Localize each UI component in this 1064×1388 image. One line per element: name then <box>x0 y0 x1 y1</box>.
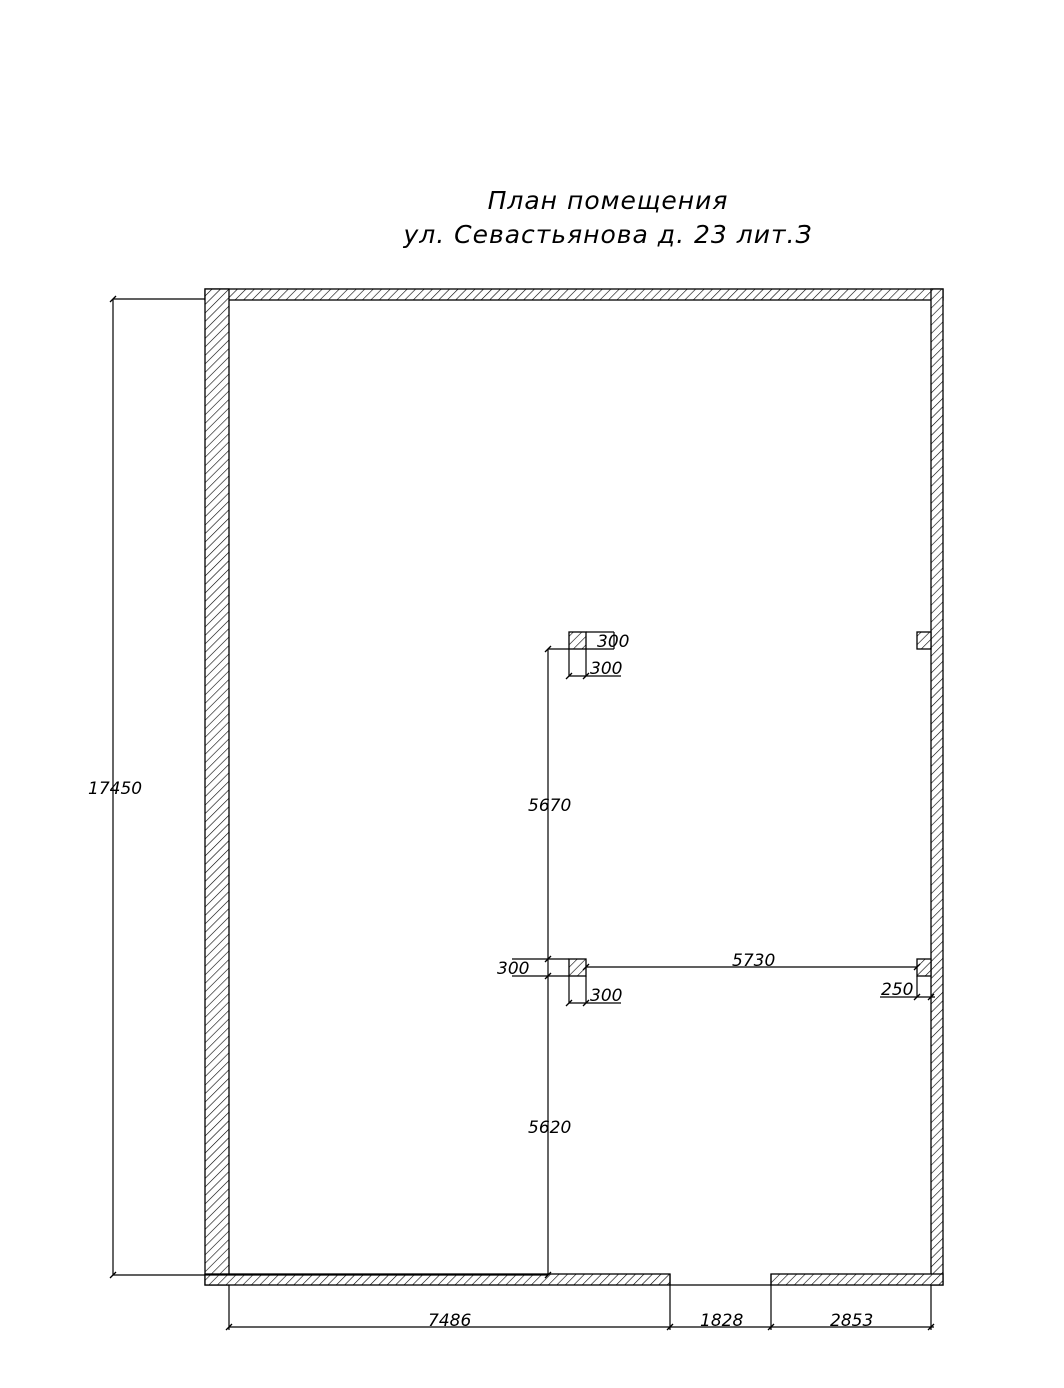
wall-bottom-left <box>204 1273 671 1286</box>
dimension-bottom-chain: 7486 1828 2853 <box>225 1285 935 1331</box>
plan-title: План помещения <box>487 186 729 215</box>
wall-right <box>930 288 944 1286</box>
label-column-top-depth: 300 <box>597 632 629 652</box>
label-upper-span: 5670 <box>528 796 571 816</box>
dimension-column-middle: 300 <box>565 976 622 1007</box>
plan-address: ул. Севастьянова д. 23 лит.З <box>403 220 813 249</box>
label-lower-span: 5620 <box>528 1118 571 1138</box>
column-right-middle <box>916 958 932 977</box>
wall-top <box>204 288 944 301</box>
label-beam-span: 5730 <box>732 951 775 971</box>
dimension-beam-span: 5730 <box>582 951 921 971</box>
label-bottom-left: 7486 <box>428 1311 471 1331</box>
label-column-mid-depth: 300 <box>497 959 529 979</box>
wall-bottom-right <box>770 1273 944 1286</box>
label-column-top-width: 300 <box>590 659 622 679</box>
label-column-mid-width: 300 <box>590 986 622 1006</box>
column-middle <box>568 958 587 977</box>
dimension-column-top: 300 300 <box>565 631 629 680</box>
label-bottom-right: 2853 <box>830 1311 873 1331</box>
dimension-vertical-chain: 5670 5620 300 <box>497 645 571 1279</box>
dimension-overall-height: 17450 <box>88 295 548 1279</box>
column-right-top <box>916 631 932 650</box>
label-wall-offset: 250 <box>881 980 913 1000</box>
label-overall-height: 17450 <box>88 779 142 799</box>
column-top <box>568 631 587 650</box>
wall-left <box>204 288 230 1286</box>
label-bottom-door: 1828 <box>700 1311 743 1331</box>
dimension-wall-offset: 250 <box>880 976 935 1001</box>
